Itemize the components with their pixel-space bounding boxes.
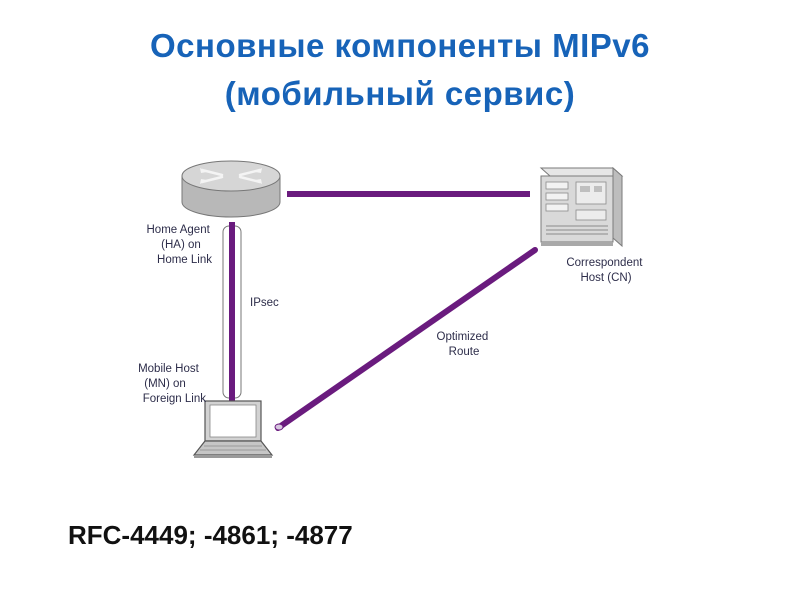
server-icon (541, 168, 622, 246)
ipsec-label: IPsec (250, 297, 279, 309)
laptop-icon (194, 401, 272, 458)
rfc-references: RFC-4449; -4861; -4877 (68, 520, 353, 551)
router-icon (182, 161, 280, 217)
link-ipsec-tunnel (223, 222, 241, 405)
home-agent-label: Home Agent (HA) on Home Link (147, 224, 214, 266)
link-optimized-route (275, 250, 535, 430)
correspondent-host-label: Correspondent Host (CN) (566, 257, 645, 284)
mobile-host-label: Mobile Host (MN) on Foreign Link (138, 363, 206, 405)
optimized-route-label: Optimized Route (437, 331, 492, 358)
